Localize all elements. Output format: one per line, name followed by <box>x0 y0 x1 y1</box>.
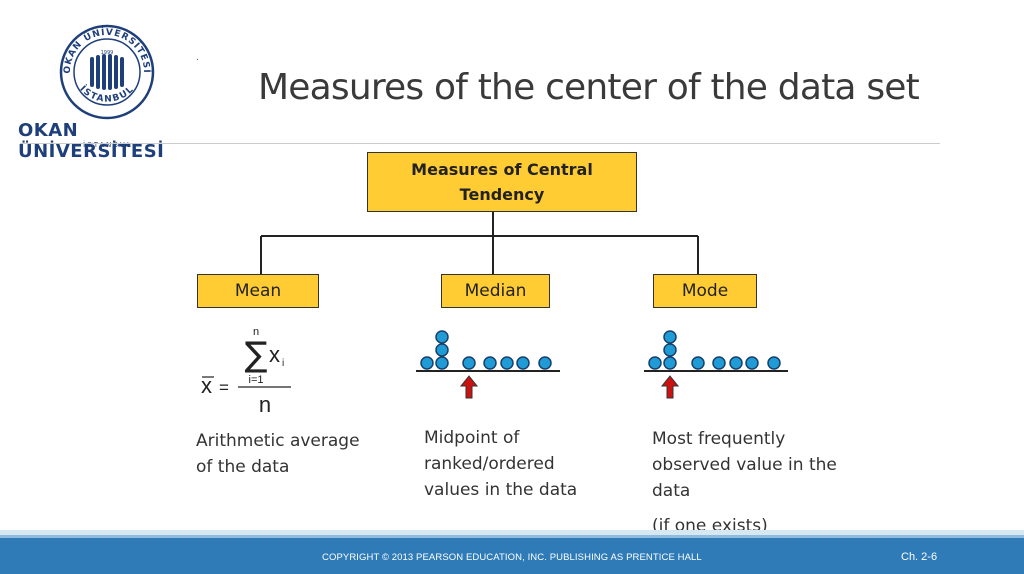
denominator: n <box>259 392 271 417</box>
logo-sub: İSTANBUL <box>83 142 133 149</box>
root-label: Measures of Central Tendency <box>411 160 593 204</box>
median-description: Midpoint of ranked/ordered values in the… <box>424 428 578 500</box>
footer-bar <box>0 538 1024 574</box>
mode-description: Most frequently observed value in the da… <box>652 429 837 501</box>
mean-box: Mean <box>197 274 319 308</box>
sum-term: x <box>269 342 280 367</box>
footer-copyright: COPYRIGHT © 2013 PEARSON EDUCATION, INC.… <box>322 552 702 563</box>
university-logo: OKAN ÜNİVERSİTESİ İSTANBUL 1999 <box>59 24 155 120</box>
xbar-lhs: x <box>201 373 212 398</box>
median-box: Median <box>441 274 550 308</box>
sigma-symbol: ∑ <box>245 335 268 375</box>
mode-box: Mode <box>653 274 757 308</box>
footer-stripe-mid <box>0 535 1024 538</box>
equals-sign: = <box>219 378 229 397</box>
root-box: Measures of Central Tendency <box>367 152 637 212</box>
footer-page-number: Ch. 2-6 <box>901 551 938 563</box>
median-dot-plot <box>416 330 560 399</box>
sum-term-sub: i <box>282 358 284 369</box>
footer-stripe-light <box>0 530 1024 535</box>
median-arrow-icon <box>459 375 479 399</box>
logo-name: OKAN ÜNİVERSİTESİ <box>18 120 165 162</box>
mode-dot-plot <box>644 330 788 399</box>
title-divider <box>20 143 940 144</box>
title-dot: . <box>196 52 199 63</box>
mean-description: Arithmetic average of the data <box>196 431 360 477</box>
sum-upper: n <box>253 326 259 338</box>
mode-arrow-icon <box>660 375 680 399</box>
sum-lower: i=1 <box>249 374 264 386</box>
page-title: Measures of the center of the data set <box>258 67 920 108</box>
logo-year: 1999 <box>101 50 114 56</box>
mean-formula: n ∑ x i i=1 x = n <box>201 326 291 417</box>
